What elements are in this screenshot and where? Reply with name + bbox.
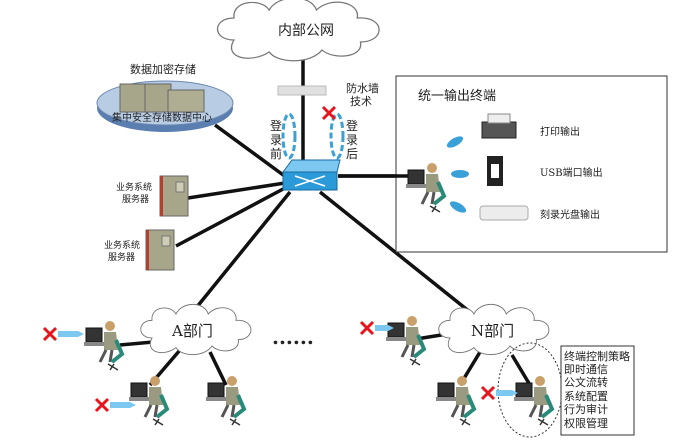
login-after-label: 录 (346, 133, 358, 147)
policy-item: 即时通信 (564, 363, 608, 376)
policy-item: 公文流转 (564, 375, 608, 389)
policy-item: 终端控制策略 (564, 349, 630, 363)
policy-item: 行为审计 (564, 402, 608, 416)
transfer-arrows (58, 325, 518, 408)
user-workstation-icon (127, 374, 169, 427)
printer-icon (481, 113, 517, 139)
blocked-icon (480, 385, 496, 401)
server-label: 服务器 (122, 193, 149, 205)
server-label: 业务系统 (116, 181, 152, 193)
storage-datacenter-icon (96, 80, 234, 132)
print-output-label: 打印输出 (540, 125, 580, 138)
output-terminal-title: 统一输出终端 (418, 88, 496, 104)
firewall-icon (277, 85, 327, 96)
firewall-label: 防水墙 (346, 81, 379, 95)
user-workstation-icon (384, 314, 426, 367)
user-workstation-icon (82, 319, 124, 372)
usb-icon (487, 156, 503, 186)
server-label: 业务系统 (104, 239, 140, 251)
blocked-icon (321, 105, 337, 121)
usb-output-label: USB端口输出 (540, 166, 603, 179)
cd-burner-icon (479, 205, 529, 221)
ellipsis: ...... (272, 325, 314, 349)
login-after-label: 后 (346, 147, 358, 161)
department-a-label: A部门 (171, 322, 213, 340)
policy-item: 系统配置 (564, 390, 608, 403)
storage-title: 数据加密存储 (130, 62, 196, 76)
blocked-icon (42, 326, 58, 342)
storage-center-label: 集中安全存储数据中心 (112, 111, 212, 124)
user-workstation-icon (512, 374, 554, 427)
server-icon (159, 175, 189, 217)
internet-cloud-label: 内部公网 (278, 23, 334, 39)
login-before-label: 录 (270, 133, 282, 147)
cd-output-label: 刻录光盘输出 (540, 208, 600, 221)
core-switch-icon (282, 159, 341, 191)
blocked-icon (94, 397, 110, 413)
login-before-label: 登 (270, 118, 282, 133)
output-arrows (446, 136, 469, 213)
department-n-label: N部门 (471, 322, 514, 340)
policy-box (560, 345, 635, 436)
firewall-label: 技术 (350, 95, 372, 108)
blocked-icon (359, 320, 375, 336)
server-label: 服务器 (108, 251, 135, 263)
policy-item: 权限管理 (564, 416, 608, 430)
login-after-label: 登 (346, 118, 358, 133)
server-icon (145, 229, 175, 271)
login-after-arrow-icon (329, 112, 345, 160)
output-terminal-box (395, 75, 668, 253)
login-before-arrow-icon (281, 112, 297, 160)
user-workstation-icon (434, 374, 476, 427)
login-before-label: 前 (270, 146, 282, 161)
